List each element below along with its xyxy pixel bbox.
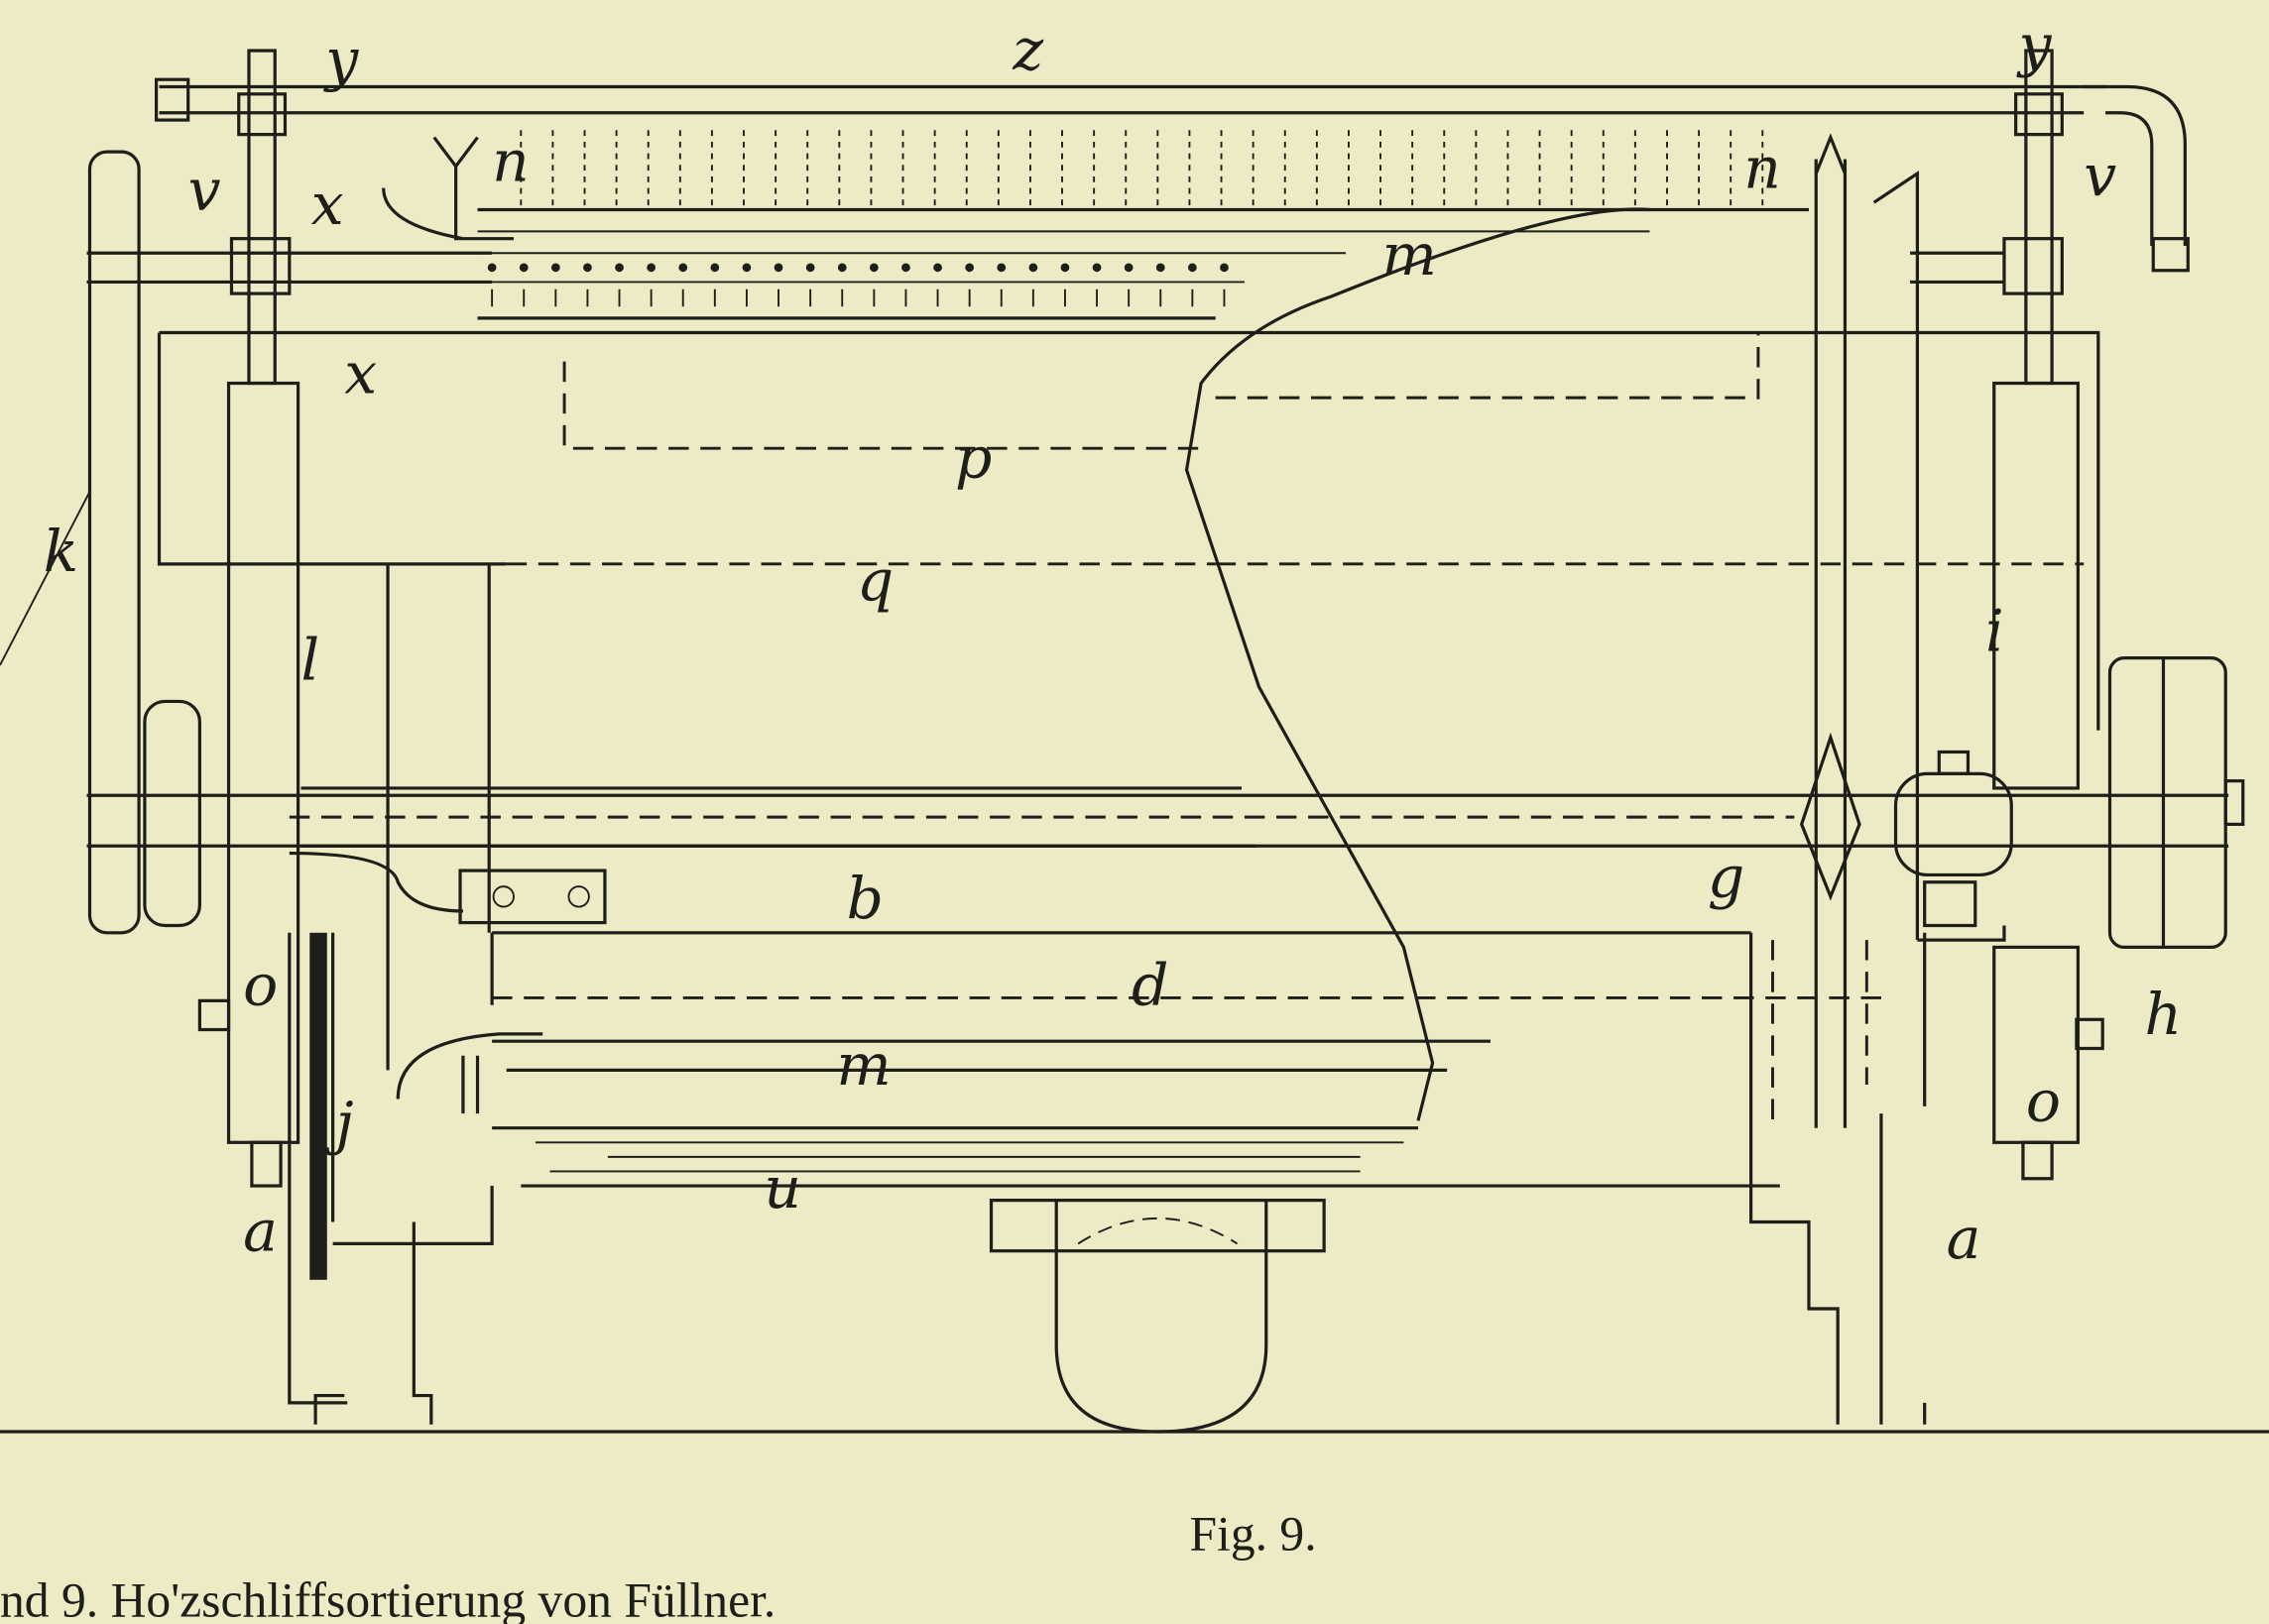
pulley-k bbox=[87, 150, 141, 935]
label-j: j bbox=[325, 1089, 354, 1156]
nozzle-hole bbox=[837, 263, 847, 273]
nozzle-hole bbox=[805, 263, 815, 273]
label-m-upper: m bbox=[1382, 221, 1437, 289]
frame bbox=[157, 330, 2100, 1188]
label-d: d bbox=[1132, 952, 1168, 1019]
label-l: l bbox=[301, 627, 320, 694]
label-o-right: o bbox=[2026, 1067, 2061, 1134]
belt-line bbox=[0, 491, 91, 666]
nozzle-hole bbox=[519, 263, 529, 273]
nozzle-hole bbox=[965, 263, 975, 273]
nozzle-hole bbox=[1220, 263, 1229, 273]
label-u: u bbox=[764, 1154, 801, 1221]
nozzle-hole bbox=[933, 263, 942, 273]
label-p: p bbox=[955, 423, 992, 491]
label-m-lower: m bbox=[836, 1031, 891, 1099]
right-leg bbox=[1749, 133, 2245, 1425]
label-a-left: a bbox=[243, 1198, 278, 1265]
label-i: i bbox=[1985, 597, 2004, 664]
nozzle-hole bbox=[615, 263, 624, 273]
nozzle-hole bbox=[1155, 263, 1165, 273]
nozzle-hole bbox=[774, 263, 783, 273]
figure-caption: nd 9. Ho'zschliffsortierung von Füllner. bbox=[0, 1573, 776, 1624]
nozzle-hole bbox=[583, 263, 592, 273]
nozzle-hole bbox=[1187, 263, 1197, 273]
nozzle-hole bbox=[997, 263, 1007, 273]
nozzle-hole bbox=[1060, 263, 1070, 273]
screen-drum bbox=[477, 207, 1809, 1121]
label-k: k bbox=[44, 518, 78, 585]
nozzle-hole bbox=[647, 263, 657, 273]
nozzle-hole bbox=[487, 263, 497, 273]
label-a-right: a bbox=[1947, 1205, 1981, 1272]
label-v-left: v bbox=[188, 157, 221, 224]
figure-number: Fig. 9. bbox=[1189, 1507, 1316, 1562]
label-b: b bbox=[847, 865, 884, 932]
label-q: q bbox=[857, 546, 894, 614]
label-o-left: o bbox=[243, 952, 278, 1019]
nozzle-hole bbox=[742, 263, 752, 273]
nozzle-hole bbox=[901, 263, 910, 273]
top-pipe bbox=[154, 77, 2190, 273]
nozzle-hole bbox=[1092, 263, 1102, 273]
label-x-lower: x bbox=[344, 340, 377, 407]
upper-shaft bbox=[86, 251, 2004, 285]
label-y-left: y bbox=[322, 26, 359, 93]
nozzle-hole bbox=[678, 263, 688, 273]
nozzle-hole bbox=[869, 263, 879, 273]
label-h: h bbox=[2145, 981, 2183, 1048]
bracket-b bbox=[289, 851, 607, 925]
label-v-right: v bbox=[2084, 142, 2116, 209]
nozzle-hole bbox=[710, 263, 720, 273]
label-n-right: n bbox=[1743, 135, 1781, 202]
angle-bracket-n bbox=[382, 136, 515, 241]
left-leg bbox=[197, 381, 543, 1425]
cross-shaft bbox=[86, 793, 2229, 848]
outlet-pipe bbox=[989, 1199, 1326, 1434]
nozzle-hole bbox=[1124, 263, 1134, 273]
label-g: g bbox=[1708, 843, 1744, 910]
nozzle-hole bbox=[550, 263, 560, 273]
label-y-right: y bbox=[2016, 12, 2053, 79]
spray-nozzles bbox=[487, 130, 1764, 307]
label-x-upper: x bbox=[311, 171, 344, 238]
label-z: z bbox=[1012, 16, 1044, 83]
nozzle-hole bbox=[1028, 263, 1038, 273]
hand-wheel bbox=[143, 699, 201, 928]
label-n-left: n bbox=[492, 127, 530, 194]
